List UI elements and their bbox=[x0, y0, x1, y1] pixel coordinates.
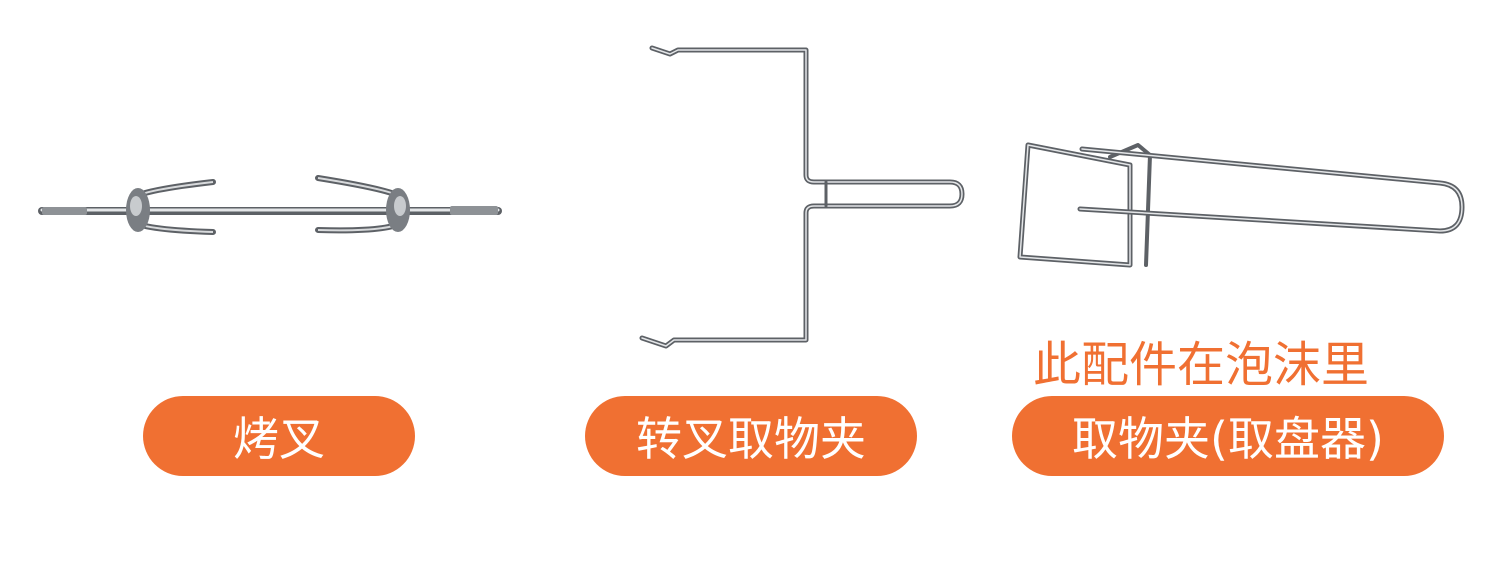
label-tray-gripper-text: 取物夹(取盘器) bbox=[1072, 412, 1384, 466]
rotisserie-fork-lifter-icon bbox=[639, 45, 965, 349]
label-rotisserie-fork-text: 烤叉 bbox=[233, 412, 325, 466]
rotisserie-fork-icon bbox=[38, 175, 502, 235]
accessory-location-note: 此配件在泡沫里 bbox=[1033, 337, 1370, 393]
label-rotisserie-fork: 烤叉 bbox=[143, 396, 415, 476]
label-fork-lifter-text: 转叉取物夹 bbox=[636, 412, 866, 466]
label-tray-gripper: 取物夹(取盘器) bbox=[1012, 396, 1444, 476]
label-fork-lifter: 转叉取物夹 bbox=[585, 396, 917, 476]
tray-gripper-icon bbox=[1017, 142, 1465, 268]
